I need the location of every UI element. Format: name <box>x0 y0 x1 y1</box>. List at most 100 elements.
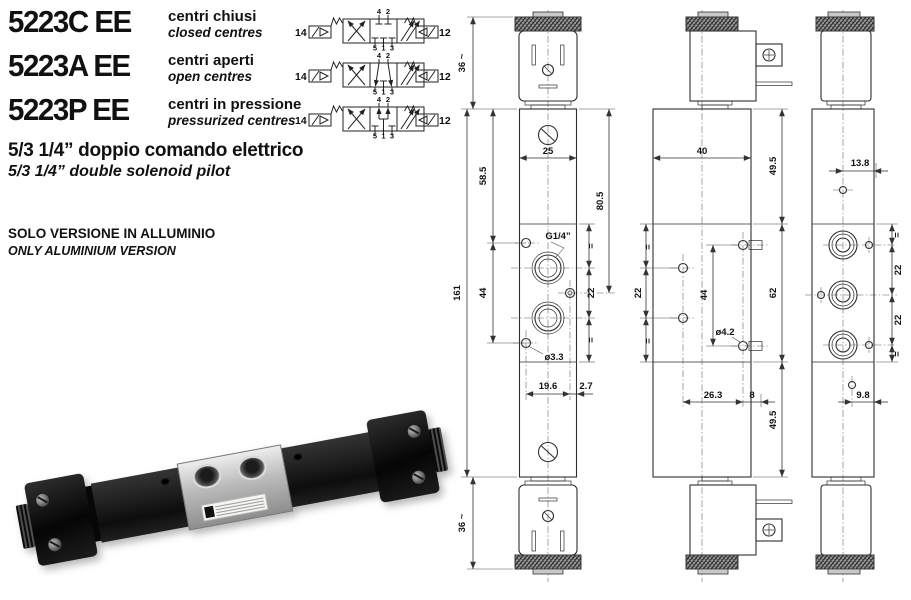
subtitle-italian: 5/3 1/4” doppio comando elettrico <box>8 140 304 161</box>
valve-symbol-closed-centres: 14 12 4 2 5 1 <box>295 7 451 53</box>
threaded-port <box>235 453 269 483</box>
center-lines <box>511 10 615 582</box>
dim-label: 36 ~ <box>457 513 468 532</box>
dim-label: 161 <box>452 284 463 301</box>
knurled-cap <box>815 554 875 570</box>
model-desc-en: pressurized centres <box>168 112 296 128</box>
port-2-label: 2 <box>386 7 390 16</box>
bottom-pilot-solenoid <box>685 476 793 575</box>
dim-label: 62 <box>768 288 779 299</box>
port-2-label: 2 <box>386 95 390 104</box>
screw <box>409 468 428 487</box>
port-1-label: 1 <box>381 44 385 53</box>
model-row: 5223A EE centri aperti open centres <box>8 48 301 94</box>
model-desc-it: centri in pressione <box>168 96 302 113</box>
dim-label: 80.5 <box>595 191 606 210</box>
valve-assembly <box>12 407 452 568</box>
center-lines <box>805 10 897 582</box>
port-5-label: 5 <box>373 44 377 53</box>
spade-terminal <box>755 81 793 86</box>
top-pilot-solenoid <box>514 11 582 110</box>
brand-logo <box>204 505 215 519</box>
port-1-label: 1 <box>381 88 385 97</box>
pilot-12-label: 12 <box>439 115 451 127</box>
side-dimensions: 40 49.5 62 49.5 = 22 = 44 ø4.2 26.3 8 <box>633 108 788 478</box>
pilot-14-label: 14 <box>295 27 307 39</box>
dim-label: 25 <box>543 146 554 157</box>
dim-label: 22 <box>633 288 644 299</box>
dim-label: 44 <box>699 289 710 300</box>
pilot-hole <box>292 452 304 462</box>
top-pilot-solenoid <box>815 11 875 110</box>
screw <box>46 535 64 554</box>
note-english: ONLY ALUMINIUM VERSION <box>8 244 176 258</box>
front-dimensions: 36 ~ 161 58.5 44 25 80.5 G1/4” ø3.3 = 22… <box>452 16 615 570</box>
threaded-port <box>190 461 224 491</box>
label-text-lines <box>214 496 266 517</box>
dim-label: 40 <box>697 146 708 157</box>
dim-label: 13.8 <box>851 158 870 169</box>
knurled-cap <box>685 554 739 570</box>
knurled-cap <box>815 16 875 32</box>
port-4-label: 4 <box>377 7 382 16</box>
dim-label: 49.5 <box>768 410 779 429</box>
port-3-label: 3 <box>390 88 394 97</box>
dim-label: 19.6 <box>539 381 558 392</box>
pilot-12-label: 12 <box>439 27 451 39</box>
dim-label: ø3.3 <box>544 352 563 363</box>
dim-label: 8 <box>749 390 754 401</box>
valve-body-front <box>518 108 578 478</box>
pilot-14-label: 14 <box>295 71 307 83</box>
subtitle-english: 5/3 1/4” double solenoid pilot <box>8 163 231 180</box>
port-3-label: 3 <box>390 132 394 141</box>
top-pilot-solenoid <box>685 11 793 110</box>
knurled-cap <box>685 16 739 32</box>
dim-label: 2.7 <box>579 381 592 392</box>
screw <box>405 422 423 441</box>
symbol-graphics <box>308 59 439 91</box>
rear-view-drawing: 13.8 = 22 22 = 9.8 <box>805 10 904 582</box>
rear-dimensions: 13.8 = 22 22 = 9.8 <box>829 158 904 405</box>
knurled-cap <box>514 554 582 570</box>
knurled-cap <box>514 16 582 32</box>
dim-label: 26.3 <box>704 390 723 401</box>
dim-label: G1/4” <box>545 231 571 242</box>
port-4-label: 4 <box>377 95 382 104</box>
dim-label: = <box>586 243 597 249</box>
valve-end-body-left <box>90 467 189 543</box>
dim-label: 22 <box>586 288 597 299</box>
label-sticker <box>200 492 269 522</box>
screw <box>33 491 52 509</box>
front-view-drawing: 36 ~ 161 58.5 44 25 80.5 G1/4” ø3.3 = 22… <box>452 10 615 582</box>
valve-symbol-pressurized-centres: 14 12 4 2 5 <box>295 95 451 141</box>
dim-label: 44 <box>478 287 489 298</box>
aluminium-center-block <box>176 444 294 531</box>
valve-end-body-right <box>281 432 380 508</box>
pilot-14-label: 14 <box>295 115 307 127</box>
dim-label: 36 ~ <box>457 53 468 72</box>
din-connector <box>755 43 783 67</box>
port-5-label: 5 <box>373 88 377 97</box>
center-lines <box>670 10 768 582</box>
dim-label: = <box>643 338 654 344</box>
pilot-hole <box>160 477 171 486</box>
dim-label: 58.5 <box>478 166 489 185</box>
dim-label: 9.8 <box>856 390 869 401</box>
model-code: 5223P EE <box>8 92 130 127</box>
symbol-graphics <box>308 103 439 135</box>
dim-label: = <box>892 232 903 238</box>
model-row: 5223C EE centri chiusi closed centres <box>8 5 301 50</box>
valve-body-rear <box>811 108 875 478</box>
bottom-pilot-solenoid <box>815 476 875 575</box>
port-5-label: 5 <box>373 132 377 141</box>
port-4-label: 4 <box>377 51 382 60</box>
port-1-label: 1 <box>381 132 385 141</box>
dim-label: = <box>892 351 903 357</box>
spade-terminal <box>755 499 793 504</box>
product-photo <box>12 382 457 592</box>
model-list: 5223C EE centri chiusi closed centres 52… <box>8 5 302 138</box>
pilot-12-label: 12 <box>439 71 451 83</box>
model-desc-it: centri aperti <box>168 52 254 69</box>
model-code: 5223A EE <box>8 48 131 83</box>
